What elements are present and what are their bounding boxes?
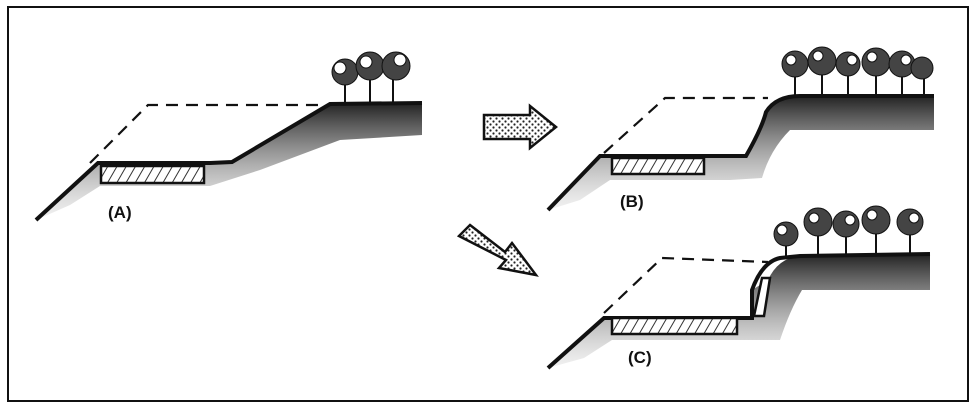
tree-icon: [832, 210, 860, 256]
panel-b-label: (B): [620, 192, 644, 211]
tree-icon: [861, 205, 891, 255]
tree-icon: [331, 58, 359, 103]
dashed-plane-c: [603, 256, 769, 314]
tree-icon: [381, 51, 411, 103]
terrace-bed-c: [610, 316, 739, 336]
terrace-bed-b: [610, 156, 706, 176]
trees-c: [773, 205, 924, 258]
tree-icon: [861, 47, 891, 96]
panel-c-label: (C): [628, 348, 652, 367]
terrain-a: [36, 103, 422, 220]
dashed-plane-b: [603, 96, 768, 154]
tree-icon: [807, 46, 837, 96]
panel-b: [546, 46, 934, 212]
tree-icon: [355, 51, 385, 103]
tree-icon: [835, 51, 861, 96]
dashed-plane-a: [89, 103, 320, 164]
panel-c: [546, 205, 931, 370]
tree-icon: [888, 50, 916, 96]
terrace-bed-a: [99, 164, 206, 185]
arrow-to-b-icon: [482, 103, 558, 151]
terrain-b: [548, 96, 934, 210]
trees-a: [331, 51, 411, 103]
trees-b: [781, 46, 934, 96]
panel-a: [34, 51, 423, 222]
figure-frame: [7, 6, 969, 402]
ground-line-b: [546, 94, 934, 212]
tree-icon: [896, 208, 924, 254]
terrain-c: [548, 254, 930, 368]
retaining-wall: [752, 276, 772, 318]
tree-icon: [773, 221, 799, 258]
arrow-to-c-icon: [456, 223, 539, 277]
panel-a-label: (A): [108, 203, 132, 222]
tree-icon: [803, 207, 833, 256]
tree-icon: [781, 50, 809, 96]
ground-line-a: [34, 101, 423, 222]
ground-line-c: [546, 252, 931, 370]
tree-icon: [910, 56, 934, 96]
